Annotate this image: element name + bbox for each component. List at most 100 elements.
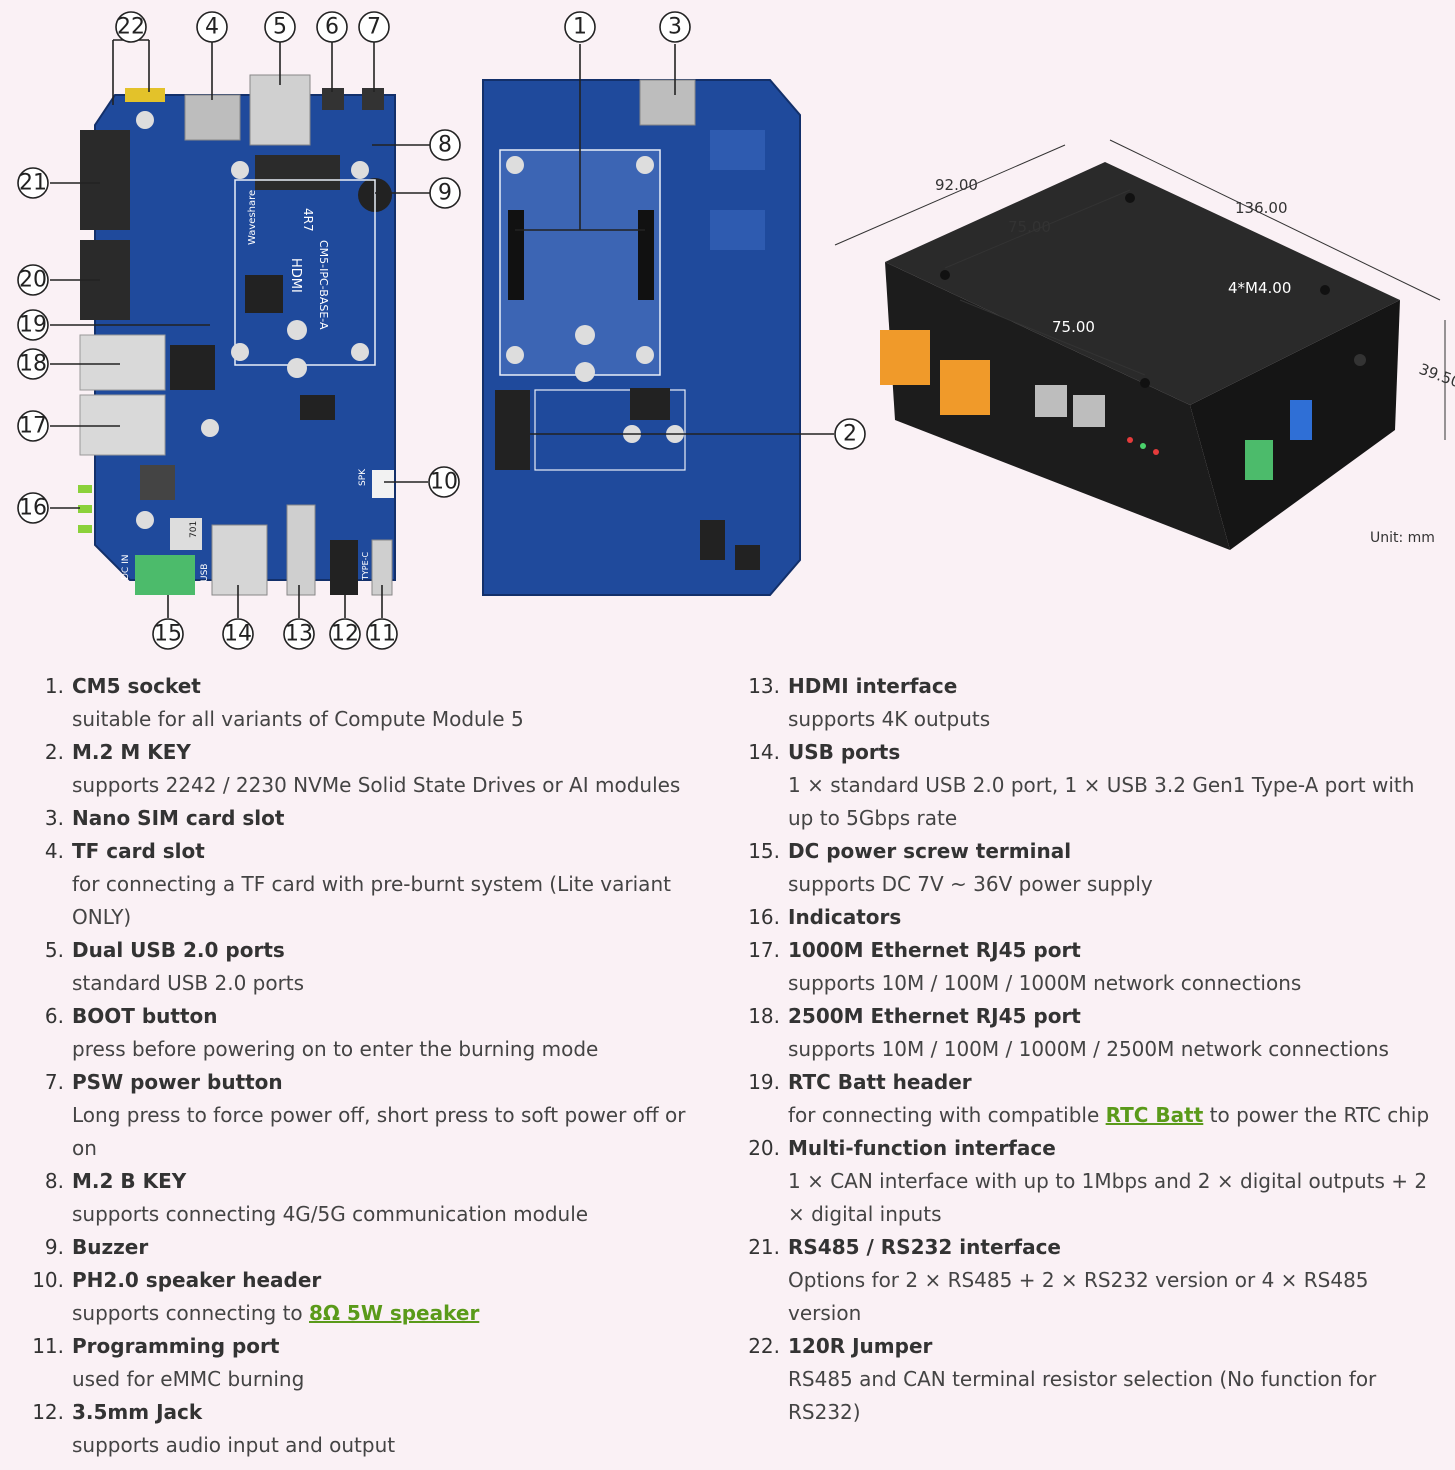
feature-title: PSW power button [72,1070,283,1094]
feature-description: used for eMMC burning [72,1367,305,1391]
board-front: HDMI CM5-IPC-BASE-A 4R7 Waveshare SPK GN… [78,74,396,596]
callout-15: 15 [152,618,184,650]
dim-screws: 4*M4.00 [1228,279,1291,297]
feature-number: 8. [44,1169,64,1193]
feature-number: 5. [44,938,64,962]
feature-title: Indicators [788,905,902,929]
mount-hole [575,325,595,345]
feature-number: 9. [44,1235,64,1259]
feature-description: 1 × CAN interface with up to 1Mbps and 2… [788,1169,1428,1226]
callout-number: 7 [367,15,381,40]
callout-20: 20 [17,264,49,296]
terminal-block-can [940,360,990,415]
callout-17: 17 [17,410,49,442]
callout-9: 9 [429,177,461,209]
feature-description: press before powering on to enter the bu… [72,1037,599,1061]
led-indicator [78,525,92,533]
feature-number: 18. [748,1004,780,1028]
feature-title: DC power screw terminal [788,839,1072,863]
nano-sim-slot [639,79,696,126]
callout-7: 7 [358,11,390,43]
feature-item: 16.Indicators [716,901,1441,934]
mount-hole [636,346,654,364]
callout-number: 22 [117,15,145,40]
feature-description: supports audio input and output [72,1433,396,1457]
cm5-socket [638,210,654,300]
callout-3: 3 [659,11,691,43]
tf-card-slot [184,94,241,141]
unit-label: Unit: mm [1370,530,1435,546]
callout-number: 20 [19,268,47,293]
callout-12: 12 [329,618,361,650]
feature-link[interactable]: 8Ω 5W speaker [309,1301,480,1325]
inductor [140,465,175,500]
feature-number: 10. [32,1268,64,1292]
rj45-port [1073,395,1105,427]
terminal-block-rs485 [880,330,930,385]
chip [700,520,725,560]
feature-description-text: supports connecting to [72,1301,310,1325]
boot-button [322,88,344,110]
dim-line-hole-a [944,189,1131,269]
callout-5: 5 [264,11,296,43]
feature-number: 12. [32,1400,64,1424]
chip [300,395,335,420]
feature-title: RTC Batt header [788,1070,972,1094]
feature-description-text: to power the RTC chip [1203,1103,1430,1127]
callout-2: 2 [834,418,866,450]
dcin-label: DC IN [121,555,131,580]
brand-label: Waveshare [247,190,258,245]
feature-title: 2500M Ethernet RJ45 port [788,1004,1081,1028]
usb-port [211,524,268,596]
feature-title: Nano SIM card slot [72,806,285,830]
mount-hole [351,161,369,179]
led-indicator [1140,443,1146,449]
feature-number: 22. [748,1334,780,1358]
dim-line-hole-b [959,299,1146,376]
feature-description: supports DC 7V ~ 36V power supply [788,872,1153,896]
feature-item: 10. PH2.0 speaker header supports connecti… [0,1264,710,1330]
callout-number: 19 [19,313,47,338]
usb3-port [1290,400,1312,440]
feature-number: 17. [748,938,780,962]
feature-title: BOOT button [72,1004,218,1028]
callout-number: 14 [224,622,252,647]
callout-number: 3 [668,15,682,40]
feature-number: 7. [44,1070,64,1094]
callout-11: 11 [366,618,398,650]
case: 92.00 136.00 75.00 75.00 4*M4.00 39.50 U… [834,139,1455,550]
dim-height: 39.50 [1417,360,1455,392]
rj45-1000m [79,394,166,456]
feature-title: M.2 B KEY [72,1169,187,1193]
feature-item: 9.Buzzer [0,1231,710,1264]
feature-number: 20. [748,1136,780,1160]
feature-number: 2. [44,740,64,764]
callout-14: 14 [222,618,254,650]
feature-number: 6. [44,1004,64,1028]
callout-number: 12 [331,622,359,647]
typec-label: TYPE-C [361,551,370,581]
board-back [482,79,801,596]
feature-number: 11. [32,1334,64,1358]
feature-link[interactable]: RTC Batt [1105,1103,1204,1127]
jumper-120r [125,88,165,102]
rj45-2500m [79,334,166,391]
screw-hole [1140,378,1150,388]
screw-hole [1125,193,1135,203]
feature-title: PH2.0 speaker header [72,1268,322,1292]
callout-number: 17 [19,414,47,439]
feature-title: 1000M Ethernet RJ45 port [788,938,1081,962]
dim-width: 92.00 [935,176,978,194]
feature-description: supports 2242 / 2230 NVMe Solid State Dr… [72,773,681,797]
